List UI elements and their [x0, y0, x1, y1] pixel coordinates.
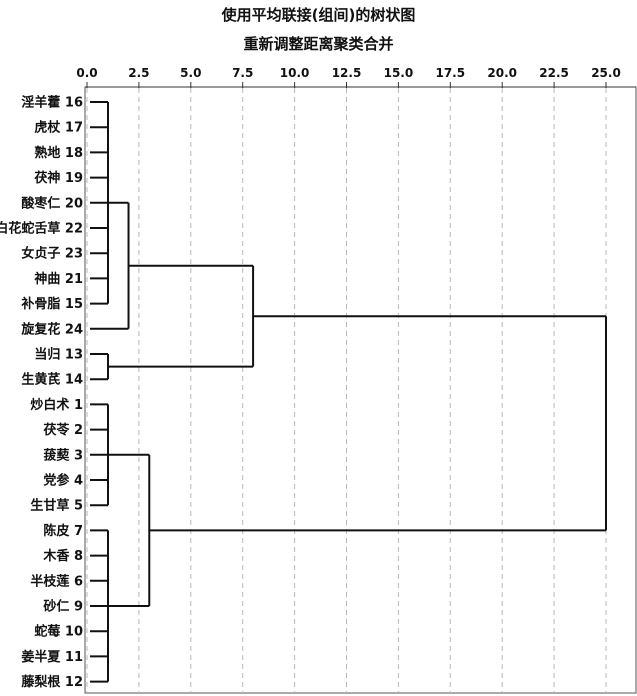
leaf-labels: 淫羊藿 16 虎杖 17 熟地 18 茯神 19 酸枣仁 20 白花蛇舌草 22 女贞子 2…	[0, 95, 83, 691]
leaf-label: 木香 8	[42, 548, 83, 564]
tick-label: 0.0	[76, 66, 97, 80]
leaf-label: 砂仁 9	[42, 599, 83, 615]
tick-label: 25.0	[591, 66, 621, 80]
leaf-label: 陈皮 7	[43, 523, 83, 539]
leaf-label: 茯苓 2	[43, 422, 83, 438]
tick-label: 17.5	[435, 66, 465, 80]
leaf-label: 菝葜 3	[43, 447, 83, 463]
leaf-label: 党参 4	[43, 473, 83, 489]
leaf-label: 生甘草 5	[30, 498, 83, 514]
leaf-label: 茯神 19	[34, 170, 83, 186]
tick-label: 5.0	[180, 66, 201, 80]
chart-title: 使用平均联接(组间)的树状图	[221, 6, 416, 24]
tick-label: 20.0	[487, 66, 517, 80]
tick-label: 2.5	[128, 66, 149, 80]
plot-frame	[84, 86, 637, 694]
leaf-label: 蛇莓 10	[34, 624, 83, 640]
leaf-label: 神曲 21	[34, 271, 83, 287]
leaf-label: 生黄芪 14	[21, 372, 83, 388]
dendrogram-links	[90, 101, 607, 683]
tick-label: 10.0	[280, 66, 310, 80]
tick-label: 12.5	[332, 66, 362, 80]
chart-subtitle: 重新调整距离聚类合并	[243, 35, 394, 53]
leaf-label: 姜半夏 11	[21, 649, 83, 665]
tick-label: 7.5	[232, 66, 253, 80]
tick-label: 22.5	[539, 66, 569, 80]
tick-label: 15.0	[384, 66, 414, 80]
leaf-label: 虎杖 17	[34, 120, 83, 136]
leaf-label: 藤梨根 12	[21, 674, 83, 690]
grid-lines	[84, 86, 637, 694]
leaf-label: 女贞子 23	[21, 246, 83, 262]
leaf-label: 半枝莲 6	[30, 573, 83, 589]
leaf-label: 白花蛇舌草 22	[0, 221, 83, 237]
leaf-label: 补骨脂 15	[20, 296, 83, 312]
leaf-label: 旋复花 24	[20, 321, 83, 337]
leaf-label: 酸枣仁 20	[21, 195, 83, 211]
leaf-label: 炒白术 1	[30, 397, 83, 413]
leaf-label: 熟地 18	[34, 145, 83, 161]
leaf-label: 当归 13	[34, 347, 83, 363]
x-axis: 0.0 2.5 5.0 7.5 10.0 12.5 15.0 17.5 20.0 22.5 25.0	[76, 66, 636, 88]
leaf-label: 淫羊藿 16	[21, 95, 83, 111]
